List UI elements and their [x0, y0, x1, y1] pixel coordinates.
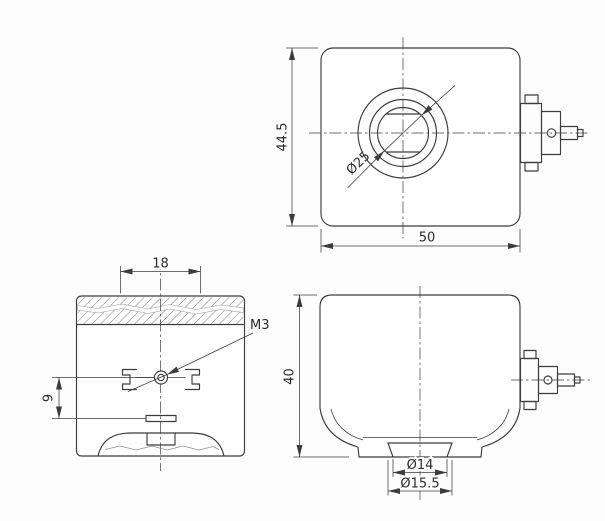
- coil-bore-circle: [376, 106, 430, 160]
- outer-diameter-dimension: Ø15.5: [387, 460, 453, 496]
- hole-offset-label: 9: [42, 394, 57, 402]
- base-dome-profile: [97, 432, 225, 457]
- connector-clip-top: [524, 94, 539, 105]
- hole-offset-dimension: 9: [42, 377, 155, 419]
- side-view: 40 Ø14 Ø15.5: [283, 286, 591, 500]
- thread-callout: M3: [127, 318, 270, 392]
- height-dimension-label: 44.5: [276, 123, 291, 152]
- connector-pin-tip: [576, 128, 584, 138]
- skirt-inner-curve-right: [476, 408, 510, 441]
- dimension-arrow-line: [347, 150, 385, 189]
- skirt-inner-curve-left: [330, 408, 364, 441]
- width-dimension-label: 50: [419, 231, 436, 246]
- dimension-arrow-line: [421, 85, 456, 116]
- base-recess: [387, 442, 453, 458]
- connector-screw-hole: [543, 375, 553, 385]
- mounting-clip-left: [121, 368, 138, 391]
- width-dimension-top-view: 50: [320, 229, 521, 253]
- top-view-body-outline: [320, 47, 521, 227]
- connector-clip-top: [523, 349, 537, 360]
- dimension-line: [384, 115, 422, 152]
- slot-spacing-label: 18: [152, 257, 169, 272]
- thread-hole-inner: [157, 373, 165, 382]
- inner-diameter-label: Ø14: [407, 458, 434, 473]
- connector-clip-bottom: [523, 400, 537, 411]
- connector-screw-hole: [546, 128, 557, 138]
- recess-side-left: [387, 442, 394, 458]
- break-line: [104, 445, 220, 451]
- din-connector-side-view: [519, 349, 581, 411]
- thread-label: M3: [250, 318, 270, 333]
- coil-middle-circle: [368, 98, 438, 168]
- leader-line-extension: [127, 374, 168, 392]
- inner-diameter-dimension: Ø14: [392, 456, 448, 477]
- coil-outer-circle: [357, 87, 449, 179]
- mounting-clip-right: [184, 368, 201, 391]
- connector-clip-bottom: [524, 161, 539, 172]
- connector-pin-tip: [573, 376, 581, 384]
- slot-spacing-dimension: 18: [120, 255, 201, 294]
- leader-line: [166, 332, 254, 375]
- recess-side-right: [446, 442, 453, 458]
- base-recess: [146, 432, 176, 446]
- din-connector-top-view: [519, 94, 584, 172]
- top-view: Ø25 44.5 50: [276, 37, 589, 253]
- height-dimension-label: 40: [283, 368, 298, 385]
- height-dimension-top-view: 44.5: [276, 47, 318, 227]
- front-view: M3 18 9: [42, 255, 270, 471]
- height-dimension-side-view: 40: [283, 294, 349, 458]
- outer-diameter-label: Ø15.5: [400, 477, 439, 492]
